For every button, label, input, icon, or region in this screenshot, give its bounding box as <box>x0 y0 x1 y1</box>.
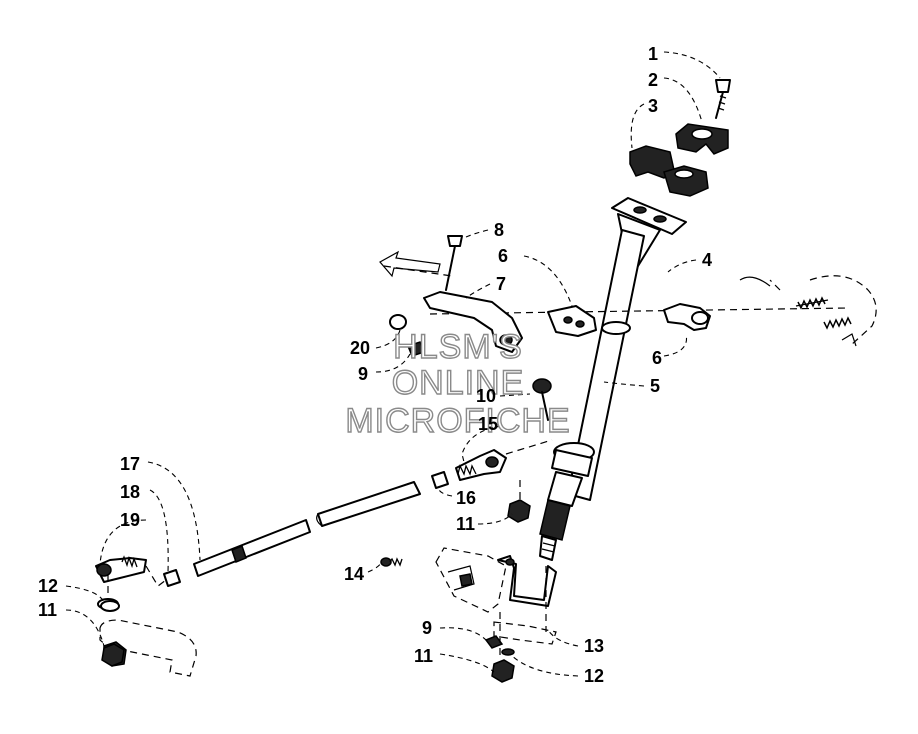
callout-19: 19 <box>120 510 140 530</box>
steering-post <box>539 197 687 561</box>
callout-11-center: 11 <box>456 514 475 534</box>
watermark-line-3: MICROFICHE <box>345 402 570 440</box>
callout-6-left: 6 <box>498 246 508 266</box>
callout-15: 15 <box>478 414 498 434</box>
callout-11-lower: 11 <box>414 646 433 666</box>
tie-rod-end-upper <box>455 378 553 523</box>
callout-8: 8 <box>494 220 504 240</box>
callout-18: 18 <box>120 482 140 502</box>
callout-7: 7 <box>496 274 506 294</box>
handlebar-clamp <box>629 79 731 197</box>
callout-14: 14 <box>344 564 364 584</box>
callout-11-left: 11 <box>38 600 57 620</box>
callout-6-right: 6 <box>652 348 662 368</box>
callout-16: 16 <box>456 488 476 508</box>
callout-9-upper: 9 <box>358 364 368 384</box>
callout-3: 3 <box>648 96 658 116</box>
callout-4: 4 <box>702 250 712 270</box>
callout-labels: 1 2 3 4 5 6 6 7 8 9 9 10 11 11 11 12 12 … <box>38 44 712 686</box>
callout-12-lower: 12 <box>584 666 604 686</box>
callout-9-lower: 9 <box>422 618 432 638</box>
callout-13: 13 <box>584 636 604 656</box>
lower-bracket <box>100 547 557 683</box>
watermark-line-2: ONLINE <box>392 364 525 402</box>
watermark: HLSM'S ONLINE MICROFICHE <box>345 327 571 440</box>
callout-12-left: 12 <box>38 576 58 596</box>
callout-2: 2 <box>648 70 658 90</box>
callout-10: 10 <box>476 386 496 406</box>
handlebar-bracket <box>389 235 597 357</box>
callout-1: 1 <box>648 44 658 64</box>
callout-5: 5 <box>650 376 660 396</box>
watermark-line-1: HLSM'S <box>393 328 523 366</box>
leader-lines <box>65 51 721 677</box>
callout-17: 17 <box>120 454 140 474</box>
callout-20: 20 <box>350 338 370 358</box>
tie-rod <box>95 471 449 587</box>
handlebar-centerline <box>379 250 877 347</box>
